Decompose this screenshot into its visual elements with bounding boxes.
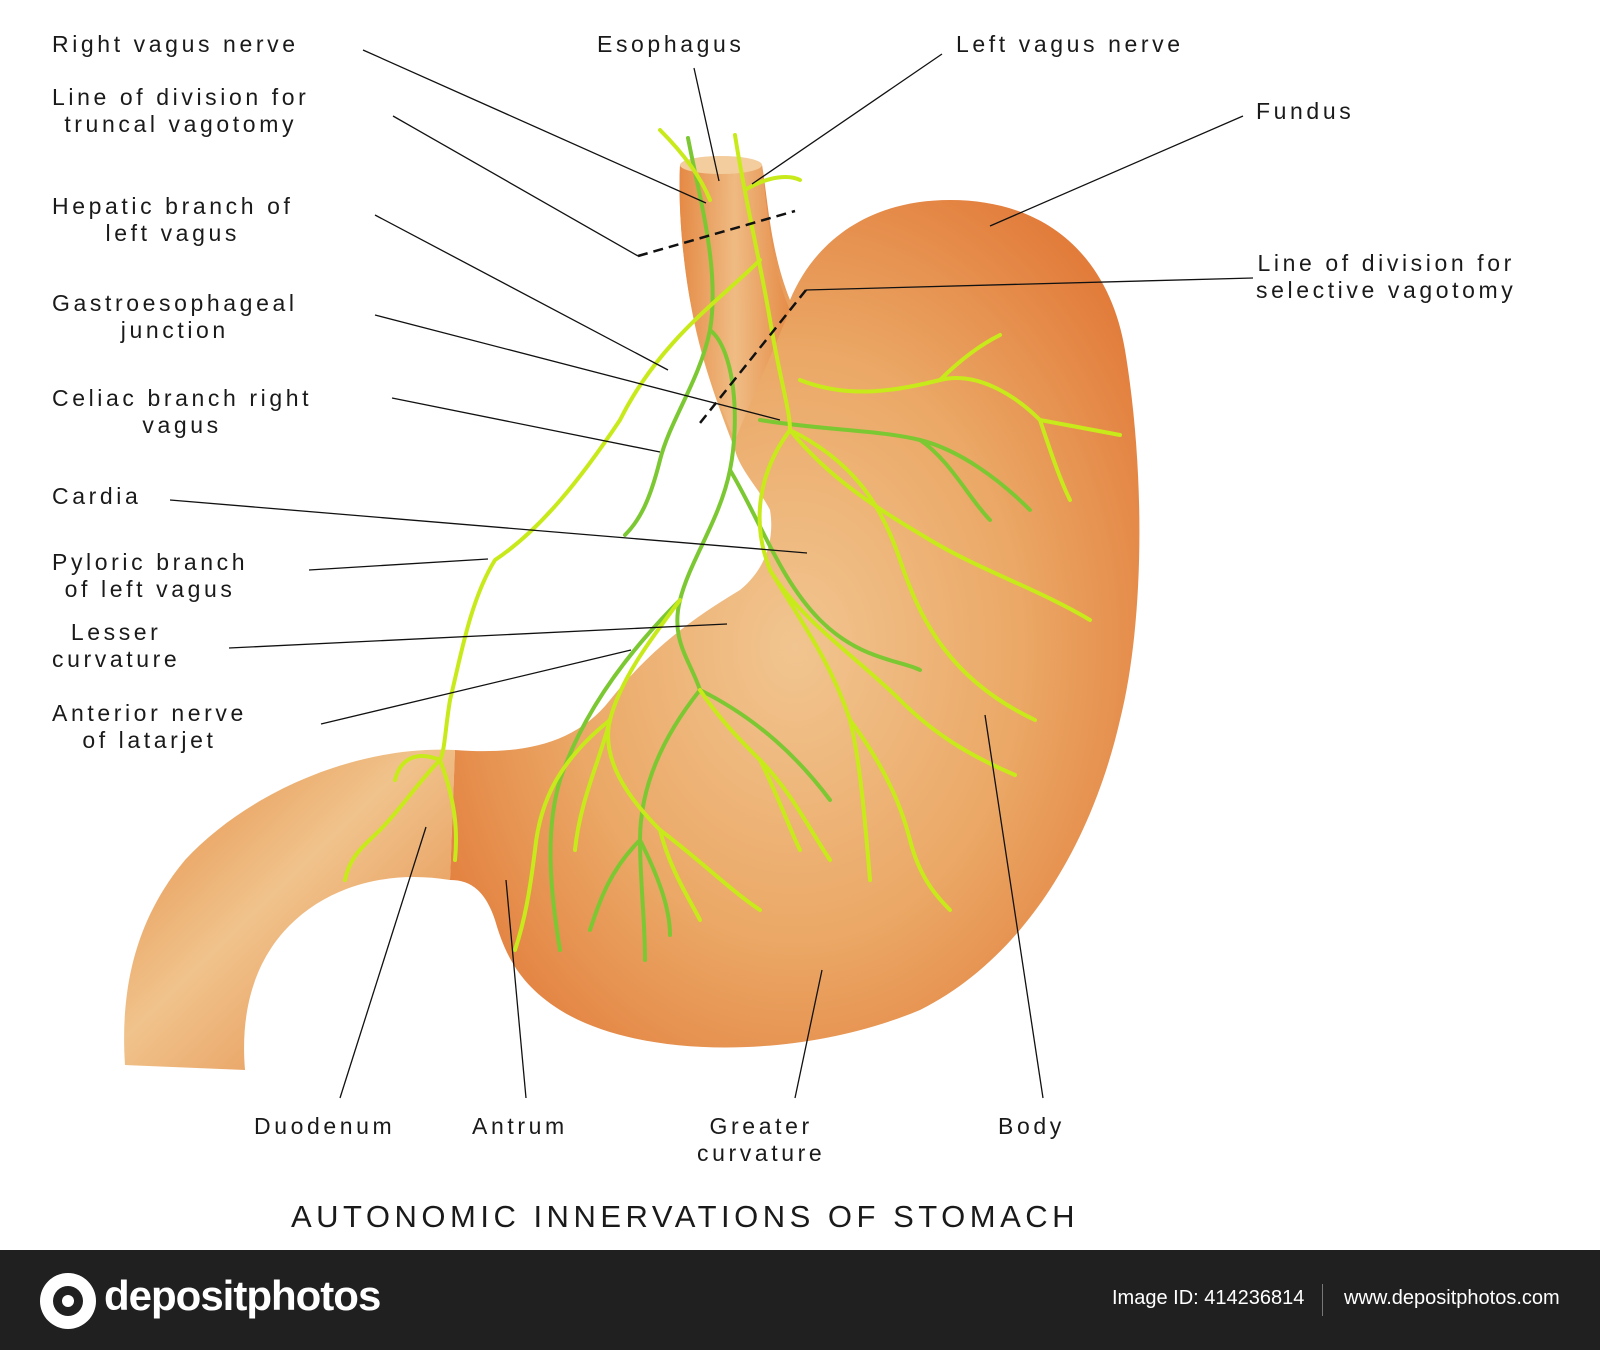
diagram-title: AUTONOMIC INNERVATIONS OF STOMACH [290,1199,1080,1234]
label-duodenum: Duodenum [254,1113,396,1139]
label-gastroesophageal-junction: Gastroesophageal junction [52,290,298,343]
selective-vagotomy-dashed-line [699,289,807,424]
label-right-vagus-nerve: Right vagus nerve [52,31,299,57]
brand-logo-text: depositphotos [104,1272,381,1319]
label-esophagus: Esophagus [597,31,745,57]
duodenum-shape [124,749,456,1070]
label-pyloric-branch: Pyloric branch of left vagus [52,549,249,602]
stomach-illustration [124,49,1254,1099]
camera-logo-icon [40,1273,96,1329]
label-lesser-curvature: Lesser curvature [52,619,181,672]
truncal-vagotomy-dashed-line [637,209,796,258]
nerve-network-yellow [343,128,1122,952]
image-id-text: Image ID: 414236814 [1112,1287,1305,1309]
nerve-network-green [548,136,1032,962]
label-body: Body [998,1113,1065,1139]
leader-lines [169,49,1254,1099]
label-fundus: Fundus [1256,98,1355,124]
label-truncal-vagotomy-line: Line of division for truncal vagotomy [52,84,310,137]
label-left-vagus-nerve: Left vagus nerve [956,31,1184,57]
label-celiac-branch: Celiac branch right vagus [52,385,313,438]
label-antrum: Antrum [472,1113,568,1139]
label-cardia: Cardia [52,483,142,509]
site-url-text: www.depositphotos.com [1344,1287,1560,1309]
label-selective-vagotomy-line: Line of division for selective vagotomy [1256,250,1517,303]
footer-bar [0,1250,1600,1350]
footer-divider [1322,1284,1323,1316]
label-greater-curvature: Greater curvature [697,1113,826,1166]
label-anterior-nerve-of-latarjet: Anterior nerve of latarjet [52,700,247,753]
label-hepatic-branch: Hepatic branch of left vagus [52,193,294,246]
diagram-stage: Right vagus nerve Esophagus Left vagus n… [52,31,1517,1234]
